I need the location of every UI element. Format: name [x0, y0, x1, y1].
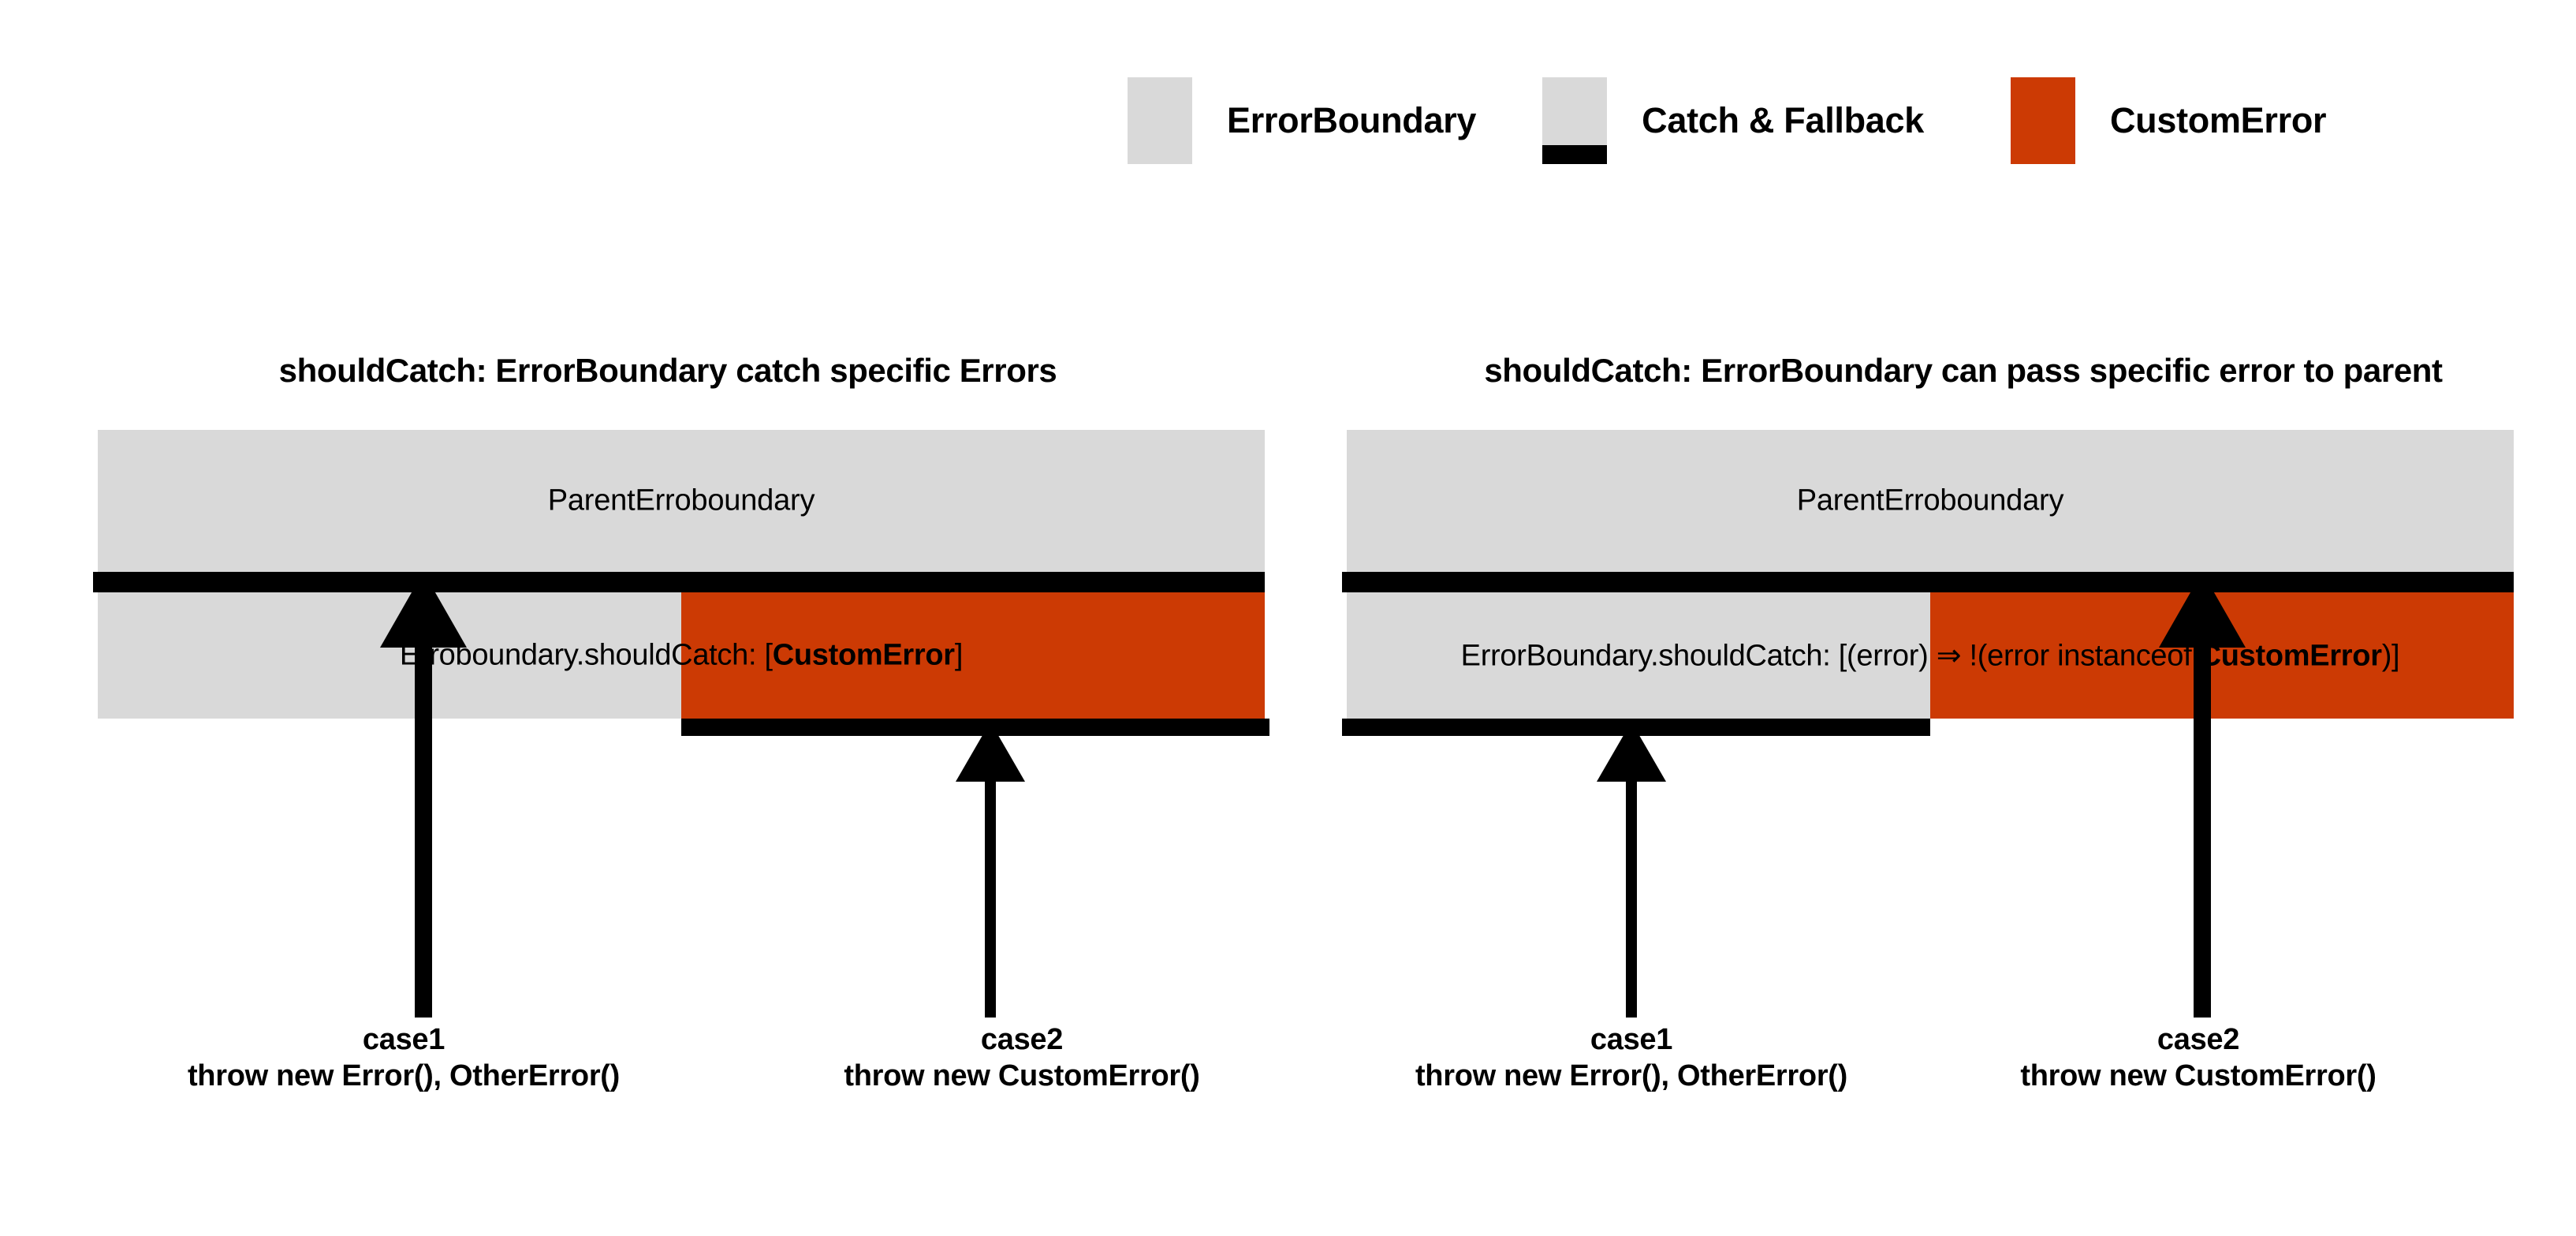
child-should-catch-label-left: Erroboundary.shouldCatch: [CustomError]	[98, 639, 1265, 673]
arrow-shaft-case1-left	[415, 629, 432, 1018]
child-boundary-row-right: ErrorBoundary.shouldCatch: [(error) ⇒ !(…	[1347, 592, 2514, 719]
catch-fallback-divider-right	[1342, 572, 2514, 592]
legend-item-custom-error: CustomError	[2010, 77, 2327, 164]
parent-error-boundary-box-left: ParentErroboundary	[98, 430, 1265, 572]
child-should-catch-label-right: ErrorBoundary.shouldCatch: [(error) ⇒ !(…	[1347, 638, 2514, 674]
case-label-case1-left: case1 throw new Error(), OtherError()	[9, 1021, 798, 1094]
arrow-case2-left	[956, 722, 1025, 1018]
arrow-case1-left	[380, 572, 467, 1018]
panel-catch-specific-errors: shouldCatch: ErrorBoundary catch specifi…	[49, 347, 1295, 1092]
parent-error-boundary-box-right: ParentErroboundary	[1347, 430, 2514, 572]
legend-label-catch-fallback: Catch & Fallback	[1642, 99, 1924, 140]
bottom-catch-fallback-bar-right	[1342, 719, 2514, 736]
case2-title-left: case2	[980, 1023, 1064, 1056]
case1-title-left: case1	[362, 1023, 445, 1056]
arrow-shaft-case2-left	[985, 767, 996, 1018]
parent-error-boundary-label-right: ParentErroboundary	[1796, 484, 2064, 517]
arrow-case1-right	[1597, 722, 1666, 1018]
child-error-boundary-region-right	[1347, 592, 1930, 719]
parent-error-boundary-label-left: ParentErroboundary	[547, 484, 815, 517]
child-label-suffix-left: ]	[954, 638, 964, 672]
legend: ErrorBoundary Catch & Fallback CustomErr…	[1128, 75, 2515, 166]
bottom-catch-fallback-bar-left	[98, 719, 1269, 736]
child-custom-error-region-left	[681, 592, 1265, 719]
diagram-stack-right: ParentErroboundary ErrorBoundary.shouldC…	[1342, 430, 2514, 736]
legend-item-error-boundary: ErrorBoundary	[1128, 77, 1476, 164]
panel-title-left: shouldCatch: ErrorBoundary catch specifi…	[278, 352, 1057, 389]
orange-square-swatch	[2010, 77, 2075, 164]
legend-label-custom-error: CustomError	[2109, 99, 2327, 140]
case-label-case2-left: case2 throw new CustomError()	[628, 1021, 1416, 1094]
case2-title-right: case2	[2157, 1023, 2240, 1056]
diagram-stack-left: ParentErroboundary Erroboundary.shouldCa…	[93, 430, 1269, 736]
arrow-case2-right	[2159, 572, 2246, 1018]
child-label-prefix-right: ErrorBoundary.shouldCatch: [(error) ⇒ !(…	[1460, 639, 2200, 673]
legend-label-error-boundary: ErrorBoundary	[1227, 99, 1477, 140]
case-label-case1-right: case1 throw new Error(), OtherError()	[1237, 1021, 2026, 1094]
child-boundary-row-left: Erroboundary.shouldCatch: [CustomError]	[98, 592, 1265, 719]
gray-with-black-bar-swatch	[1542, 77, 1608, 164]
case1-detail-right: throw new Error(), OtherError()	[1415, 1059, 1848, 1092]
case1-title-right: case1	[1590, 1023, 1673, 1056]
gray-square-swatch	[1128, 77, 1192, 164]
case1-detail-left: throw new Error(), OtherError()	[187, 1059, 621, 1092]
arrow-shaft-case2-right	[2194, 629, 2211, 1018]
panel-title-right: shouldCatch: ErrorBoundary can pass spec…	[1484, 352, 2443, 389]
child-label-suffix-right: )]	[2381, 639, 2400, 673]
child-label-bold-left: CustomError	[772, 638, 955, 672]
catch-fallback-divider-left	[93, 572, 1265, 592]
case2-detail-right: throw new CustomError()	[2020, 1059, 2377, 1092]
panel-pass-error-to-parent: shouldCatch: ErrorBoundary can pass spec…	[1340, 347, 2576, 1092]
case2-detail-left: throw new CustomError()	[844, 1059, 1200, 1092]
case-label-case2-right: case2 throw new CustomError()	[1804, 1021, 2576, 1094]
legend-item-catch-fallback: Catch & Fallback	[1542, 77, 1924, 164]
arrow-shaft-case1-right	[1626, 767, 1637, 1018]
